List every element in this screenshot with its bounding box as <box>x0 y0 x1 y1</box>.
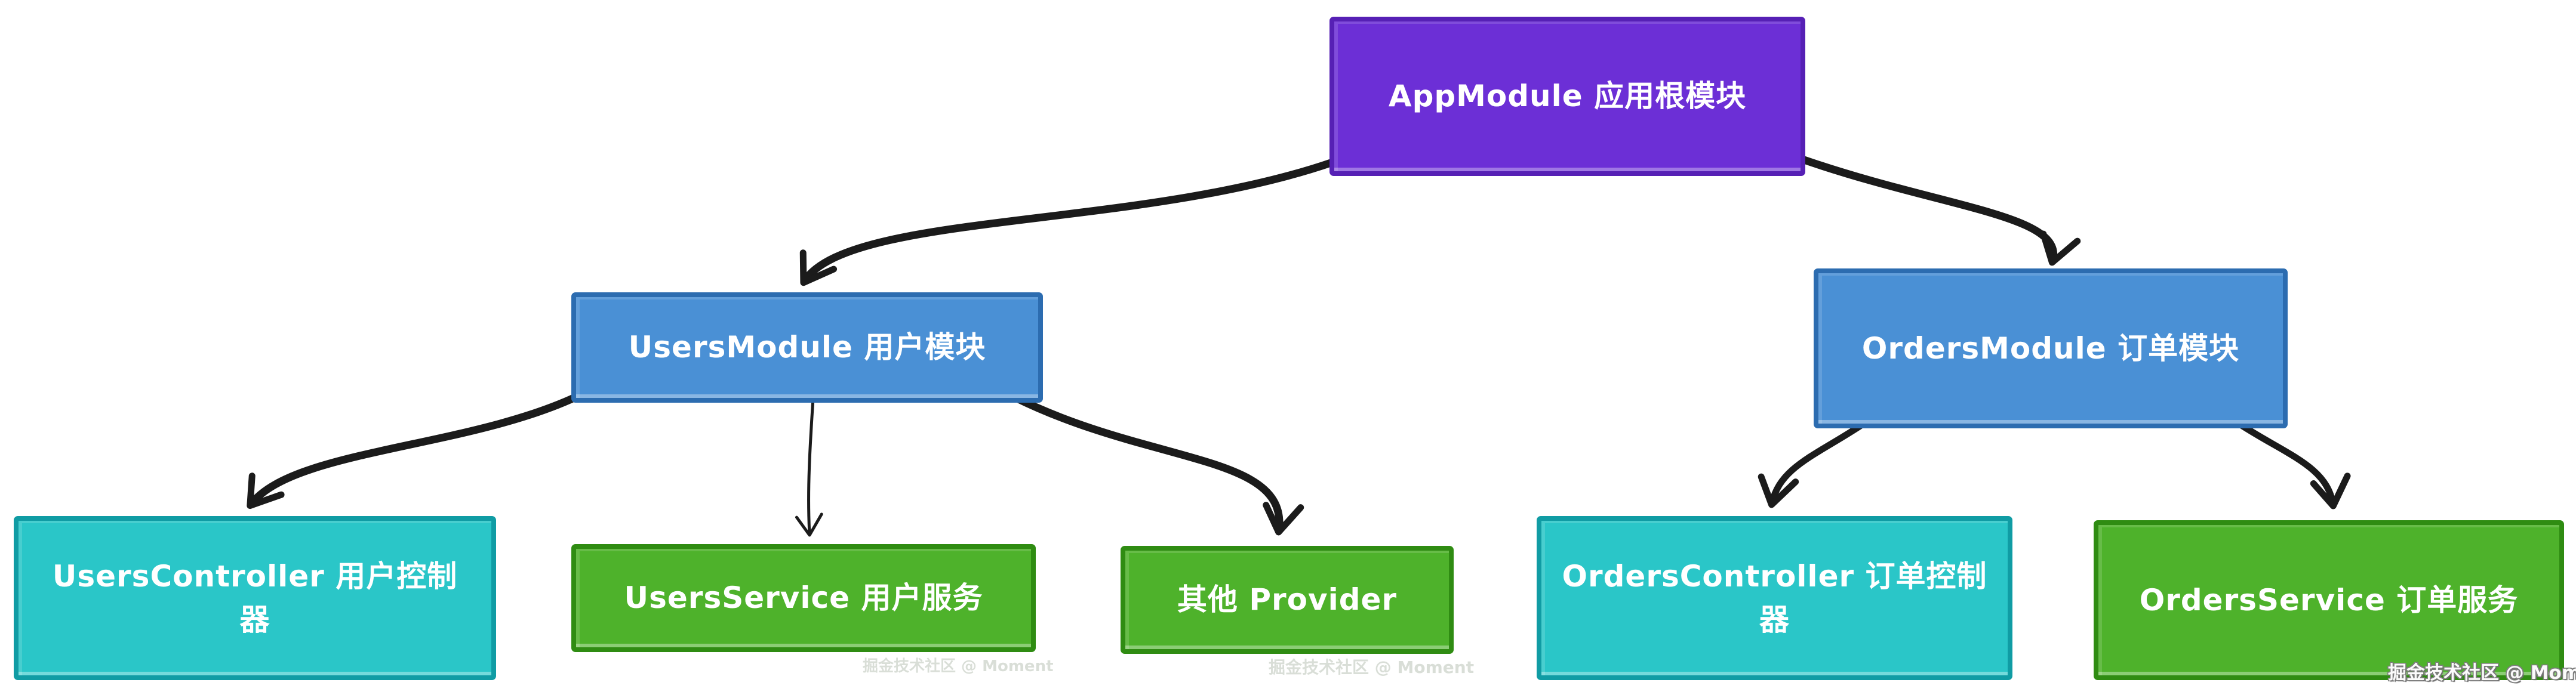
edge-users-module-to-users-service-arrow <box>795 397 823 537</box>
node-users-module: UsersModule 用户模块 <box>571 292 1043 403</box>
node-orders-controller: OrdersController 订单控制 器 <box>1537 516 2012 680</box>
edge-app-to-users-module-arrow <box>799 158 1337 286</box>
node-other-provider: 其他 Provider <box>1121 546 1454 654</box>
watermark-faint-2: 掘金技术社区 @ Moment <box>1269 657 1475 677</box>
node-users-controller: UsersController 用户控制 器 <box>14 516 496 680</box>
node-orders-module: OrdersModule 订单模块 <box>1814 268 2288 428</box>
watermark-faint-1: 掘金技术社区 @ Moment <box>863 657 1054 675</box>
edge-users-module-to-users-controller-arrow <box>247 390 587 509</box>
edge-orders-module-to-orders-controller-arrow <box>1758 418 1871 508</box>
node-app-module: AppModule 应用根模块 <box>1329 17 1805 176</box>
node-orders-service: OrdersService 订单服务 <box>2094 520 2564 680</box>
watermark: 掘金技术社区 @ Moment <box>2388 662 2576 684</box>
edge-users-module-to-other-provider-arrow <box>1011 393 1304 536</box>
edge-app-to-orders-module-arrow <box>1800 156 2081 266</box>
edge-orders-module-to-orders-service-arrow <box>2232 418 2351 509</box>
node-users-service: UsersService 用户服务 <box>571 544 1036 652</box>
